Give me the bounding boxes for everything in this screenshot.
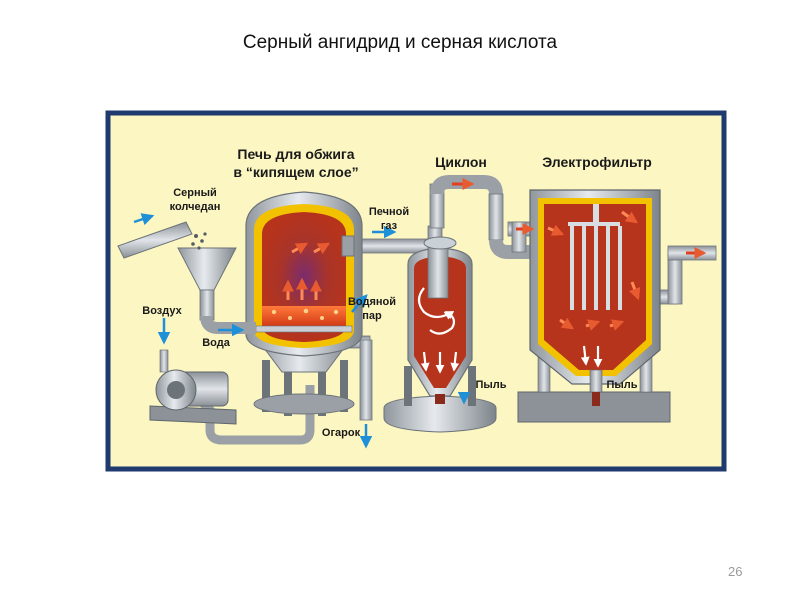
filter-dust-label: Пыль xyxy=(606,379,637,391)
air-label: Воздух xyxy=(142,305,182,317)
pyrite-feed-arrow xyxy=(133,213,155,226)
cinder-label: Огарок xyxy=(322,427,361,439)
pyrite-feeder-chute xyxy=(117,221,207,259)
furnace-title-line2: в “кипящем слое” xyxy=(233,164,358,180)
pyrite-hopper xyxy=(177,247,256,334)
furnace-gas-label-line1: Печной xyxy=(369,206,409,218)
steam-label-line1: Водяной xyxy=(348,296,396,308)
furnace-title-line1: Печь для обжига xyxy=(237,146,354,162)
electrofilter xyxy=(517,189,671,423)
page-number: 26 xyxy=(728,564,743,579)
steam-arrow xyxy=(351,294,368,313)
air-pipe xyxy=(186,385,315,445)
air-blower xyxy=(149,349,237,425)
pyrite-label-line2: колчедан xyxy=(170,201,221,213)
water-label: Вода xyxy=(202,337,231,349)
cyclone xyxy=(383,236,497,433)
slide-title: Серный ангидрид и серная кислота xyxy=(242,32,558,53)
electrofilter-title: Электрофильтр xyxy=(542,154,652,170)
roasting-furnace xyxy=(245,191,363,416)
cyclone-title: Циклон xyxy=(435,154,487,170)
furnace-gas-label-line2: газ xyxy=(381,220,398,232)
steam-label-line2: пар xyxy=(362,310,382,322)
pyrite-label-line1: Серный xyxy=(173,187,217,199)
cyclone-dust-label: Пыль xyxy=(475,379,506,391)
